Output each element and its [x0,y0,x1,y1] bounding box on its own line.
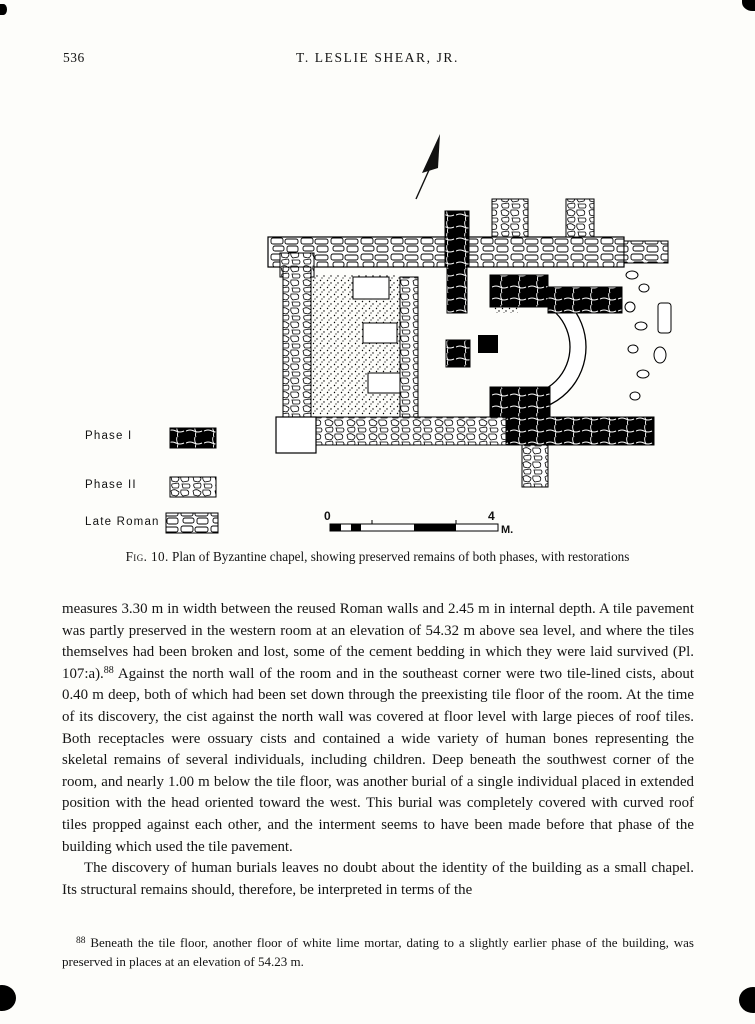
north-piers [444,198,595,268]
scale-bar [329,520,499,532]
footnote-text: 88 Beneath the tile floor, another floor… [62,932,694,971]
scan-artifact-top-left [0,4,7,15]
cist-outlines [352,276,403,394]
legend-label-phase1: Phase I [85,430,133,442]
figure-caption-text: Plan of Byzantine chapel, showing preser… [168,549,630,564]
apse [489,274,587,420]
footnote-reference: 88 [103,664,114,676]
running-head: T. LESLIE SHEAR, JR. [296,50,459,65]
figure-caption-label: Fig. 10. [125,549,169,564]
paragraph-2: The discovery of human burials leaves no… [62,860,694,898]
north-arrow [415,134,440,200]
scale-zero: 0 [324,509,331,523]
page-number: 536 [63,50,85,65]
figure-10: Phase I Phase II Late Roman 0 4 M. [60,125,720,545]
scattered-stones [624,270,672,401]
footnote-body: Beneath the tile floor, another floor of… [62,935,694,969]
scale-unit: M. [501,524,514,536]
footnote-88: 88 Beneath the tile floor, another floor… [62,932,694,971]
body-text: measures 3.30 m in width between the reu… [62,599,694,901]
paragraph-1-part2: Against the north wall of the room and i… [62,665,694,855]
cross-wall [399,266,498,418]
scale-four: 4 [488,509,495,523]
paragraph-1: measures 3.30 m in width between the reu… [62,599,694,858]
chapel-plan-drawing [165,134,672,534]
scan-artifact-top-right [742,0,755,11]
figure-caption: Fig. 10. Plan of Byzantine chapel, showi… [0,549,755,565]
legend-label-phase2: Phase II [85,479,137,491]
west-wall [279,252,315,440]
legend-swatches [165,427,219,534]
east-walls [275,286,655,488]
legend-label-late-roman: Late Roman [85,516,160,528]
paragraph-1-part1: measures 3.30 m in width between the reu… [62,601,694,682]
scan-artifact-bottom-left [0,985,16,1011]
scan-artifact-bottom-right [739,987,755,1013]
footnote-number: 88 [76,936,86,946]
